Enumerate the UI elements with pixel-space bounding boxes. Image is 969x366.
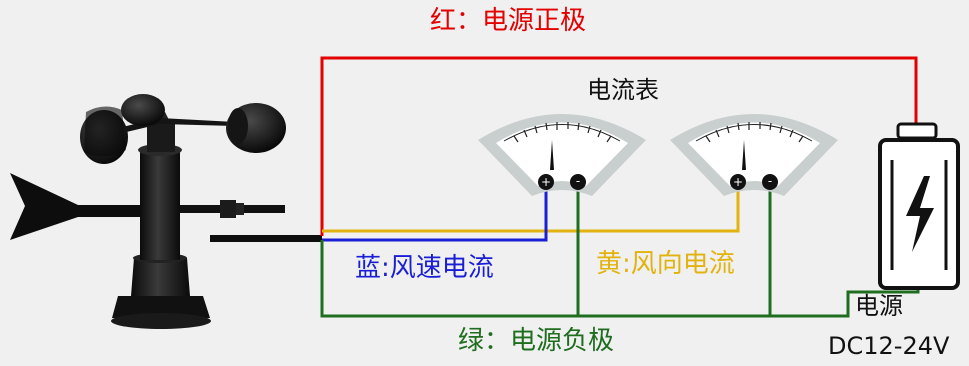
lightning-bolt-icon <box>906 176 934 252</box>
ammeter-icon: + - <box>670 114 838 196</box>
red-wire-label: 红：电源正极 <box>430 6 587 36</box>
power-voltage-label: DC12-24V <box>828 332 950 360</box>
sensor-cable <box>210 235 322 242</box>
yellow-wire-label: 黄:风向电流 <box>596 249 735 279</box>
meter1-minus-label: - <box>576 174 580 188</box>
red-wire <box>320 56 918 236</box>
ammeter-icon: + - <box>478 114 646 196</box>
meter1-plus-label: + <box>541 175 551 189</box>
anemometer-icon <box>10 94 286 329</box>
meter2-minus-label: - <box>768 174 772 188</box>
meter2-plus-label: + <box>733 175 743 189</box>
green-wire <box>320 240 920 318</box>
blue-wire <box>322 186 548 242</box>
yellow-wire <box>322 186 740 233</box>
power-supply-label: 电源 <box>855 292 903 320</box>
ammeter-label: 电流表 <box>587 76 659 104</box>
battery-icon <box>878 122 960 290</box>
green-wire-label: 绿：电源负极 <box>458 326 615 356</box>
blue-wire-label: 蓝:风速电流 <box>355 253 494 283</box>
